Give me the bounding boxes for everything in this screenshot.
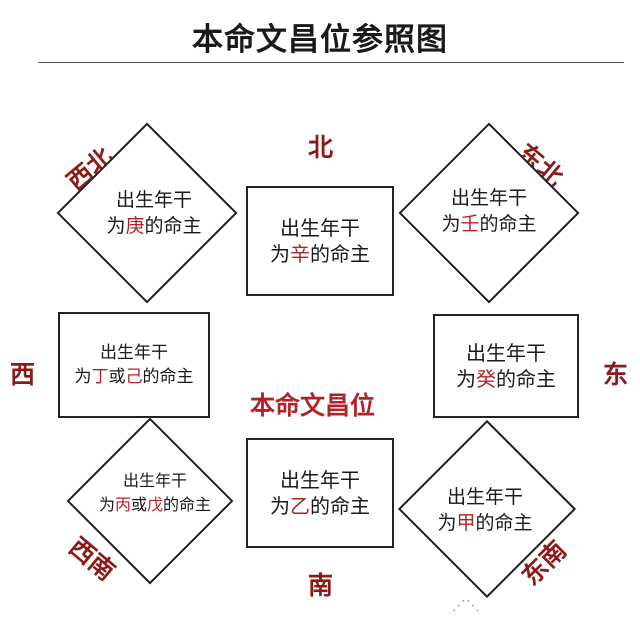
stem-ji: 己 <box>125 367 143 387</box>
cell-northwest-line1: 出生年干 <box>115 189 192 211</box>
cell-north-line1: 出生年干 <box>280 216 360 240</box>
cell-southeast-line2: 为甲的命主 <box>437 512 533 534</box>
cell-north-line2: 为辛的命主 <box>270 242 370 266</box>
cell-east-line1: 出生年干 <box>466 341 546 365</box>
cell-west-line1: 出生年干 <box>100 343 168 363</box>
title-divider <box>38 62 624 63</box>
cell-southwest: 出生年干 为丙或戊的命主 <box>75 469 235 517</box>
cell-west: 出生年干 为丁或己的命主 <box>58 312 210 418</box>
stem-xin: 辛 <box>290 242 310 266</box>
stem-jia: 甲 <box>456 512 476 534</box>
cell-north: 出生年干 为辛的命主 <box>246 186 394 296</box>
stem-ding: 丁 <box>91 367 109 387</box>
cell-southwest-line1: 出生年干 <box>122 471 187 490</box>
cell-northwest: 出生年干 为庚的命主 <box>74 187 234 239</box>
page-title: 本命文昌位参照图 <box>192 22 448 58</box>
stem-bing: 丙 <box>114 495 131 514</box>
cell-south-line1: 出生年干 <box>280 468 360 492</box>
stem-ren: 壬 <box>460 213 480 235</box>
cell-northwest-line2: 为庚的命主 <box>106 215 202 237</box>
stem-wu: 戊 <box>147 495 164 514</box>
cell-south-line2: 为乙的命主 <box>270 494 370 518</box>
cell-southwest-line2: 为丙或戊的命主 <box>98 495 212 514</box>
direction-east: 东 <box>603 360 629 389</box>
direction-west: 西 <box>10 360 36 389</box>
cell-east-line2: 为癸的命主 <box>456 367 556 391</box>
cell-southeast: 出生年干 为甲的命主 <box>405 484 565 536</box>
cell-northeast-line2: 为壬的命主 <box>441 213 537 235</box>
direction-south: 南 <box>308 571 334 600</box>
center-label: 本命文昌位 <box>250 391 376 420</box>
direction-north: 北 <box>308 133 334 162</box>
watermark-mark: ⋰⋱ <box>452 598 480 614</box>
cell-northeast: 出生年干 为壬的命主 <box>409 185 569 237</box>
cell-southeast-line1: 出生年干 <box>446 486 523 508</box>
stem-gui: 癸 <box>476 367 496 391</box>
cell-east: 出生年干 为癸的命主 <box>433 314 579 418</box>
stem-geng: 庚 <box>125 215 145 237</box>
cell-west-line2: 为丁或己的命主 <box>74 367 194 387</box>
cell-northeast-line1: 出生年干 <box>450 187 527 209</box>
cell-south: 出生年干 为乙的命主 <box>246 438 394 548</box>
stem-yi: 乙 <box>290 494 310 518</box>
